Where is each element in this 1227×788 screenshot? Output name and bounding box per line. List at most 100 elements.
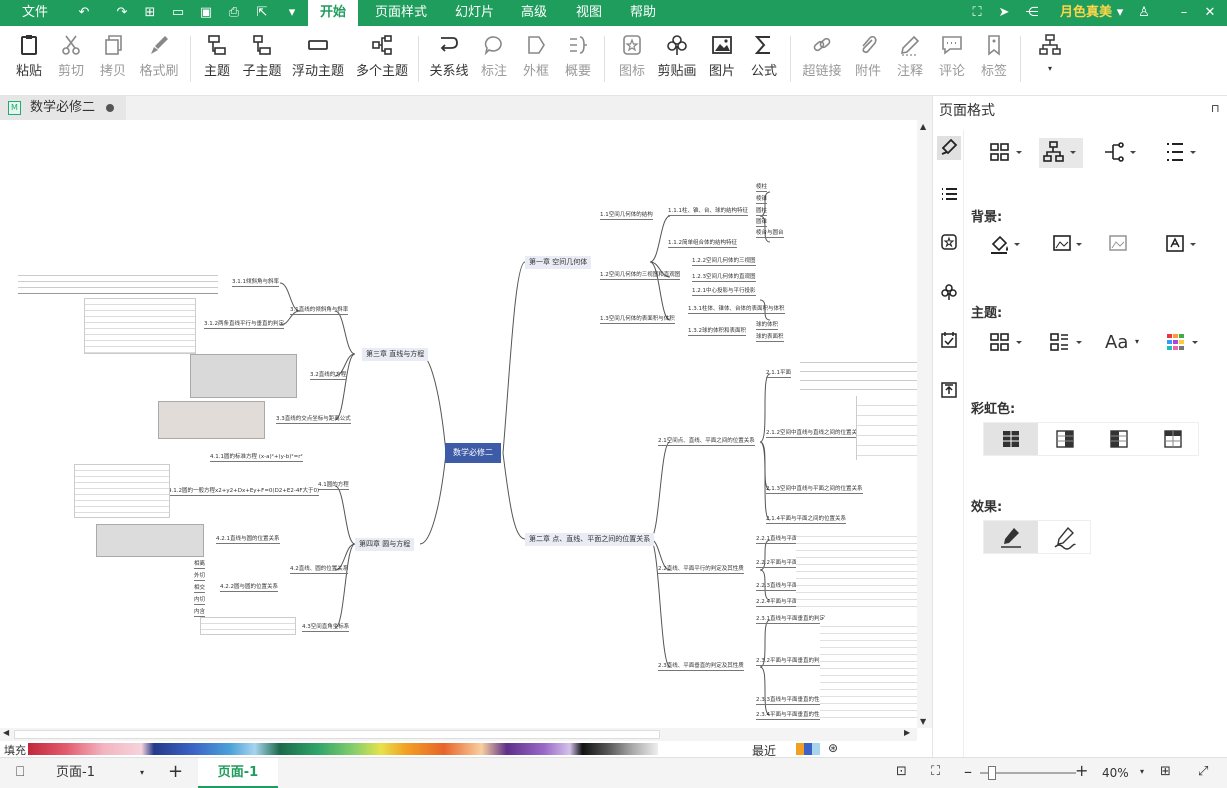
topic-node[interactable]: 4.3空间直角坐标系 [302,624,350,632]
central-topic[interactable]: 数学必修二 [445,443,501,463]
topic-node[interactable]: 2.1.3空间中直线与平面之间的位置关系 [766,486,863,494]
comment-button[interactable]: 评论 [936,34,968,79]
print-icon[interactable]: ⎙ [228,5,240,20]
fit-window-icon[interactable]: ⊞ [1160,764,1171,779]
scroll-down-icon[interactable]: ▼ [920,717,927,726]
leaf-node[interactable]: 圆锥 [756,219,768,227]
send-icon[interactable]: ➤ [998,5,1010,20]
leaf-node[interactable]: 棱锥 [756,196,768,204]
formula-button[interactable]: 公式 [748,34,780,79]
leaf-node[interactable]: 相离 [194,561,206,569]
topic-node[interactable]: 1.1.1柱、锥、台、球的结构特征 [668,208,748,216]
picture-button[interactable]: 图片 [706,34,738,79]
fit-page-icon[interactable]: ⊡ [896,764,907,779]
topic-node[interactable]: 3.1直线的倾斜角与斜率 [290,307,349,315]
theme-color-button[interactable] [1161,328,1205,358]
effect-handdrawn-option[interactable] [1038,521,1092,553]
topic-node[interactable]: 1.2空间几何体的三视图和直观图 [600,272,681,280]
topic-node[interactable]: 2.2直线、平面平行的判定及其性质 [658,566,744,574]
hyperlink-button[interactable]: 超链接 [800,34,844,79]
user-name[interactable]: 月色真美 [1060,5,1113,20]
horizontal-scrollbar[interactable]: ◀ ▶ [0,728,917,741]
topic-node[interactable]: 2.3.2平面与平面垂直的判定 [756,658,825,666]
topic-node[interactable]: 2.3直线、平面垂直的判定及其性质 [658,663,744,671]
chapter-node[interactable]: 第二章 点、直线、平面之间的位置关系 [525,533,655,546]
boundary-button[interactable]: 外框 [520,34,552,79]
subtopic-button[interactable]: 子主题 [242,34,282,79]
topic-node[interactable]: 2.1.4平面与平面之间的位置关系 [766,516,846,524]
page-list-icon[interactable]: ⎕ [16,764,25,780]
theme-font-button[interactable]: Aa▾ [1101,328,1145,358]
leaf-node[interactable]: 球的体积 [756,322,779,330]
tab-help[interactable]: 帮助 [630,5,657,20]
chevron-down-icon[interactable]: ▾ [1116,5,1124,20]
page-format-icon[interactable] [937,136,961,160]
tab-view[interactable]: 视图 [576,5,603,20]
note-text-block[interactable] [74,464,170,518]
page-tab[interactable]: 页面-1 [198,758,278,788]
new-file-icon[interactable]: ⊞ [144,5,156,20]
mindmap-canvas[interactable]: 数学必修二 第一章 空间几何体 第二章 点、直线、平面之间的位置关系 第三章 直… [0,120,917,728]
zoom-slider-thumb[interactable] [988,766,996,780]
layout-style-button[interactable] [1039,138,1083,168]
task-check-icon[interactable] [937,330,961,354]
note-text-block[interactable] [800,354,917,394]
topic-node[interactable]: 4.2.1直线与圆的位置关系 [216,536,280,544]
multi-topic-button[interactable]: 多个主题 [354,34,410,79]
topic-node[interactable]: 2.2.2平面与平面平行的判定 [756,560,825,568]
icon-button[interactable]: 图标 [616,34,648,79]
layout-button[interactable]: ▾ [1034,34,1066,75]
scroll-thumb[interactable] [14,730,660,739]
rainbow-option-2[interactable] [1038,423,1092,455]
color-picker-icon[interactable]: ⊛ [828,741,839,755]
topic-node[interactable]: 2.2.3直线与平面平行的性质 [756,583,825,591]
topic-node[interactable]: 4.2.2圆与圆的位置关系 [220,584,278,592]
recent-color-swatches[interactable] [796,743,820,755]
tab-slides[interactable]: 幻灯片 [455,5,495,20]
note-image[interactable] [96,524,204,557]
topic-node[interactable]: 4.1.2圆的一般方程x2+y2+Dx+Ey+F=0(D2+E2-4F大于0) [168,488,320,496]
cut-button[interactable]: 剪切 [56,34,86,79]
fullscreen-icon[interactable]: ⛶ [972,5,982,20]
page-selector[interactable]: 页面-1 ▾ [50,763,150,783]
document-tab[interactable]: M 数学必修二 [0,96,126,120]
clipart-button[interactable]: 剪贴画 [656,34,698,79]
topic-node[interactable]: 2.1.1平面 [766,370,791,378]
topic-button[interactable]: 主题 [202,34,232,79]
topic-node[interactable]: 3.1.2两条直线平行与垂直的判定 [204,321,284,329]
scroll-right-icon[interactable]: ▶ [904,728,911,737]
upload-icon[interactable] [937,380,961,404]
paste-button[interactable]: 粘贴 [14,34,44,79]
minimize-icon[interactable]: – [1180,5,1188,20]
rainbow-option-3[interactable] [1092,423,1146,455]
tab-start[interactable]: 开始 [308,0,359,26]
tab-advanced[interactable]: 高级 [521,5,548,20]
zoom-slider[interactable] [980,766,1076,780]
share-icon[interactable]: ⋲ [1025,5,1039,20]
topic-node[interactable]: 2.3.3直线与平面垂直的性质 [756,697,825,705]
leaf-node[interactable]: 球的表面积 [756,334,784,342]
summary-button[interactable]: 概要 [562,34,594,79]
add-page-icon[interactable]: + [168,761,184,782]
leaf-node[interactable]: 圆柱 [756,208,768,216]
topic-node[interactable]: 1.1空间几何体的结构 [600,212,653,220]
topic-node[interactable]: 2.3.1直线与平面垂直的判定 [756,616,825,624]
pin-icon[interactable]: ⊓ [1211,102,1220,115]
chapter-node[interactable]: 第一章 空间几何体 [525,256,592,269]
note-button[interactable]: 注释 [894,34,926,79]
leaf-node[interactable]: 棱台与圆台 [756,230,784,238]
topic-node[interactable]: 4.1.1圆的标准方程 (x-a)²+(y-b)²=r² [210,454,303,462]
leaf-node[interactable]: 棱柱 [756,184,768,192]
topic-node[interactable]: 3.1.1倾斜角与斜率 [232,279,279,287]
star-badge-icon[interactable] [937,232,961,256]
topic-node[interactable]: 3.2直线的方程 [310,372,347,380]
topic-node[interactable]: 2.1.2空间中直线与直线之间的位置关系 [766,430,863,438]
topic-node[interactable]: 4.1圆的方程 [318,482,349,490]
undo-icon[interactable]: ↶ [78,5,90,20]
note-text-block[interactable] [84,298,196,354]
unsaved-dot-icon[interactable] [106,104,114,112]
note-text-block[interactable] [18,270,218,294]
scroll-left-icon[interactable]: ◀ [3,728,10,737]
note-text-block[interactable] [820,620,917,720]
rainbow-option-1[interactable] [984,423,1038,455]
